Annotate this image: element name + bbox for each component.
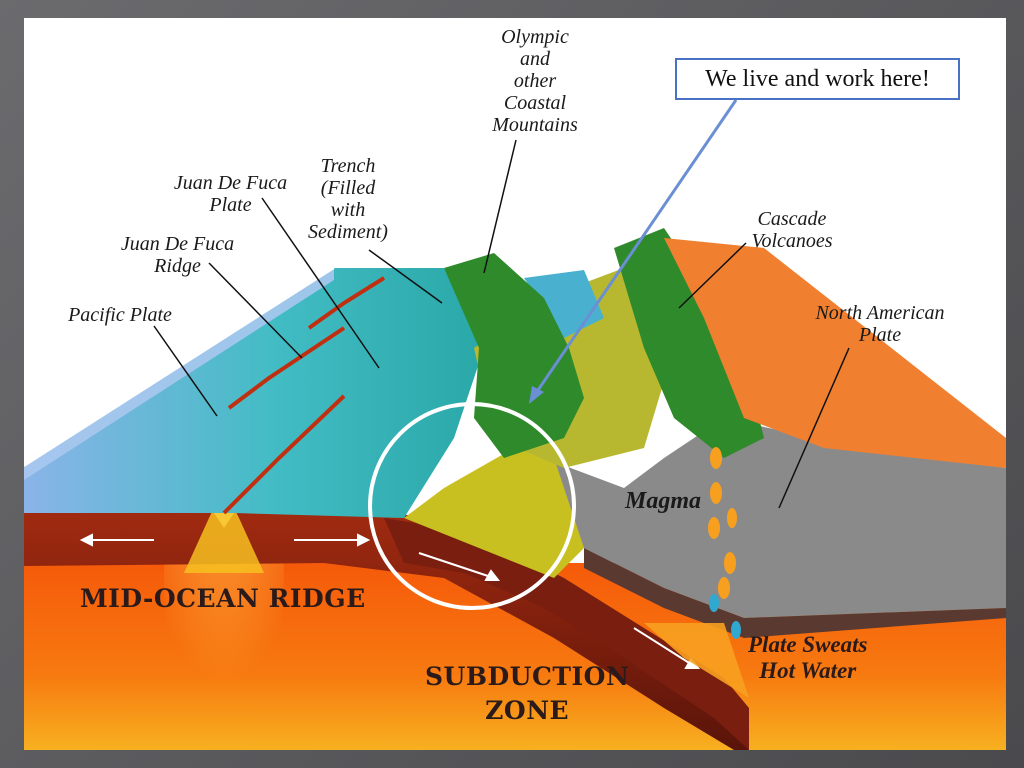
callout-arrow	[532, 99, 738, 397]
ridge-segment-2	[227, 326, 346, 410]
label-north-american-plate: North American Plate	[815, 302, 945, 346]
label-trench: Trench (Filled with Sediment)	[308, 155, 388, 243]
subducting-slab	[384, 518, 749, 750]
dehydration-zone	[644, 623, 749, 698]
label-juan-de-fuca-plate: Juan De Fuca Plate	[173, 172, 288, 216]
ridge-segment-1	[222, 394, 346, 515]
callout-arrowhead	[529, 386, 544, 404]
continental-lower	[584, 548, 1006, 638]
coastal-mountains	[444, 253, 584, 458]
callout-text: We live and work here!	[705, 65, 930, 92]
subduction-diagram	[24, 99, 1006, 750]
continental-crust	[544, 418, 1006, 618]
ridge-magma	[184, 488, 264, 573]
label-pacific-plate: Pacific Plate	[68, 304, 172, 326]
label-magma: Magma	[624, 488, 701, 514]
label-plate-sweats: Plate Sweats Hot Water	[748, 632, 868, 683]
highlight-circle	[368, 402, 576, 610]
spreading-arrows	[79, 533, 701, 669]
ocean-water	[24, 268, 484, 518]
label-cascade-volcanoes: Cascade Volcanoes	[751, 208, 833, 252]
label-juan-de-fuca-ridge: Juan De Fuca Ridge	[120, 233, 235, 277]
label-olympic-mountains: Olympic and other Coastal Mountains	[492, 26, 578, 136]
callout-box: We live and work here!	[675, 58, 960, 100]
ocean-side	[24, 268, 334, 480]
leader-lines	[153, 139, 850, 509]
label-subduction-zone: SUBDUCTION ZONE	[425, 662, 630, 725]
ridge-segment-3	[307, 276, 386, 330]
magma-drops	[708, 447, 737, 599]
label-mid-ocean-ridge: MID-OCEAN RIDGE	[80, 584, 366, 613]
ocean-edge	[24, 267, 335, 467]
cascade-forest	[614, 228, 764, 458]
accretionary-wedge	[404, 448, 584, 578]
cascade-range	[664, 238, 1006, 468]
water-drops	[709, 594, 741, 639]
